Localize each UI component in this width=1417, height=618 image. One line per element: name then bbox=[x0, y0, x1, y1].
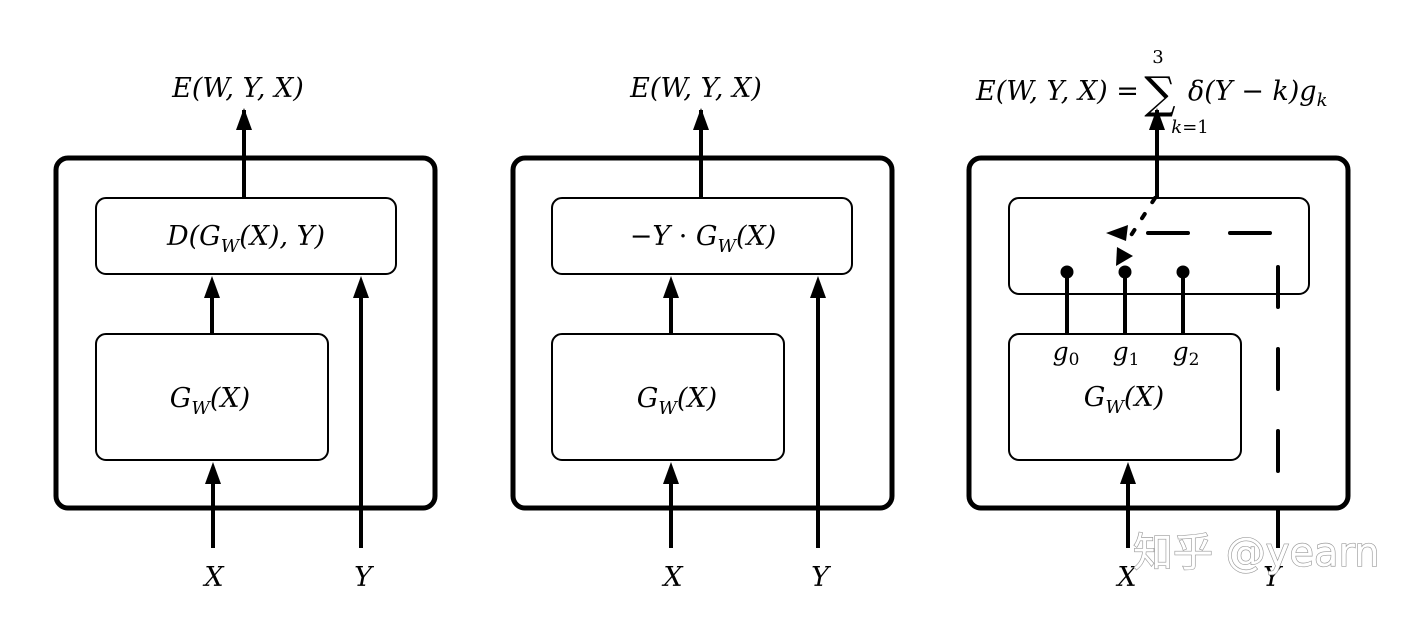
g0-label: g0 bbox=[1053, 337, 1080, 370]
input-x-label: X bbox=[202, 562, 225, 593]
input-y-label: Y bbox=[811, 562, 831, 593]
bottom-block bbox=[551, 333, 785, 461]
output-arrowhead bbox=[1149, 108, 1165, 130]
sum-lower-limit: k=1 bbox=[1171, 117, 1208, 138]
input-x-arrowhead bbox=[205, 462, 221, 484]
sum-body: δ(Y − k)gk bbox=[1188, 76, 1328, 111]
input-x-label: X bbox=[1115, 562, 1138, 593]
sum-upper-limit: 3 bbox=[1152, 47, 1163, 68]
input-y-label: Y bbox=[1263, 562, 1283, 593]
internal-arrowhead bbox=[663, 276, 679, 298]
output-label: E(W, Y, X) bbox=[171, 73, 304, 104]
switch-down-arrowhead bbox=[1116, 247, 1133, 266]
output-label: E(W, Y, X) bbox=[629, 73, 762, 104]
g1-label: g1 bbox=[1113, 337, 1140, 370]
sum-symbol: ∑ bbox=[1144, 68, 1175, 119]
bottom-block-label: GW(X) bbox=[170, 383, 250, 419]
selector-block bbox=[1008, 197, 1310, 295]
input-x-arrowhead bbox=[663, 462, 679, 484]
panel-discriminator: E(W, Y, X) D(GW(X), Y) GW(X) X Y bbox=[53, 73, 438, 593]
g2-label: g2 bbox=[1173, 337, 1200, 370]
g1-terminal bbox=[1118, 265, 1132, 279]
control-dashed-line bbox=[1146, 231, 1280, 522]
top-block-label: D(GW(X), Y) bbox=[166, 221, 325, 257]
g2-terminal bbox=[1176, 265, 1190, 279]
input-x-label: X bbox=[661, 562, 684, 593]
switch-lever bbox=[1126, 196, 1157, 242]
output-arrowhead bbox=[693, 108, 709, 130]
panel-switch: E(W, Y, X) = ∑ 3 k=1 δ(Y − k)gk g0 g1 g2… bbox=[966, 47, 1351, 593]
g0-terminal bbox=[1060, 265, 1074, 279]
output-equation: E(W, Y, X) = bbox=[975, 76, 1139, 107]
input-y-arrowhead bbox=[353, 276, 369, 298]
switch-left-arrowhead bbox=[1106, 225, 1128, 241]
input-y-label: Y bbox=[354, 562, 374, 593]
watermark: 知乎 @yearn bbox=[1133, 530, 1380, 576]
bottom-block-label: GW(X) bbox=[1084, 382, 1164, 418]
panel-product: E(W, Y, X) −Y · GW(X) GW(X) X Y bbox=[510, 73, 895, 593]
internal-arrowhead bbox=[204, 276, 220, 298]
input-y-arrowhead bbox=[810, 276, 826, 298]
bottom-block-label: GW(X) bbox=[637, 383, 717, 419]
input-x-arrowhead bbox=[1120, 462, 1136, 484]
top-block-label: −Y · GW(X) bbox=[630, 221, 777, 257]
output-arrowhead bbox=[236, 108, 252, 130]
